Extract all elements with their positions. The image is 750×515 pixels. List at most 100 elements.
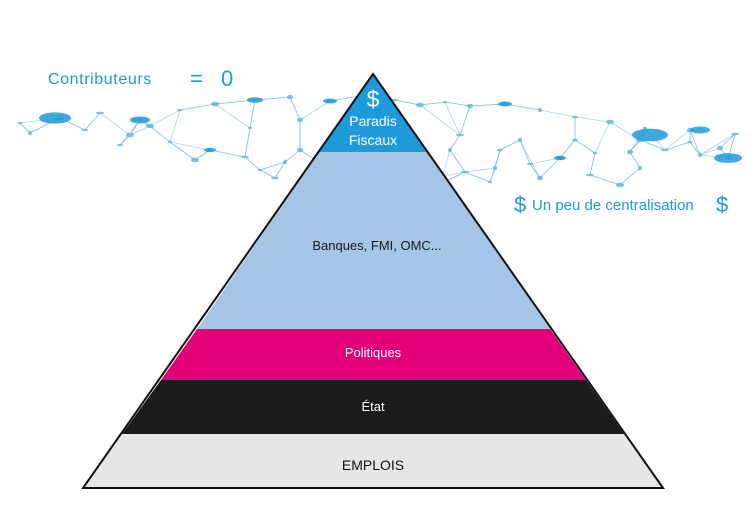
- network-node: [271, 176, 279, 180]
- label-politiques: Politiques: [345, 345, 402, 360]
- network-link: [284, 149, 301, 163]
- network-node: [616, 182, 624, 188]
- network-node: [297, 117, 303, 123]
- network-node: [627, 149, 633, 155]
- centralisation-label: Un peu de centralisation: [532, 197, 694, 214]
- network-node: [168, 140, 172, 144]
- label-paradis-line1: Paradis: [349, 113, 396, 129]
- network-hub: [690, 126, 710, 134]
- network-node: [572, 115, 578, 119]
- network-node: [643, 126, 647, 130]
- network-link: [19, 122, 31, 134]
- network-node: [593, 151, 597, 155]
- network-link: [464, 167, 496, 173]
- network-link: [539, 109, 576, 118]
- network-link: [289, 96, 301, 121]
- layer-paradis-fiscaux: [319, 74, 428, 152]
- network-link: [639, 139, 666, 151]
- layer-emplois: [83, 434, 663, 488]
- network-link: [419, 101, 446, 106]
- network-node: [392, 98, 398, 102]
- network-link: [689, 141, 701, 156]
- network-node: [527, 162, 533, 166]
- network-link: [464, 171, 491, 183]
- layer-etat: [122, 380, 624, 434]
- network-node: [287, 94, 293, 100]
- network-link: [99, 112, 131, 136]
- network-link: [619, 167, 641, 186]
- network-hub: [204, 147, 216, 153]
- network-node: [117, 143, 123, 147]
- label-emplois: EMPLOIS: [342, 457, 404, 473]
- network-link: [244, 127, 251, 158]
- network-link: [299, 100, 331, 121]
- pyramid: [81, 72, 665, 489]
- network-node: [638, 165, 642, 171]
- network-link: [119, 119, 141, 146]
- network-link: [664, 141, 691, 151]
- network-node: [448, 147, 452, 153]
- network-link: [419, 104, 461, 136]
- network-link: [149, 125, 171, 143]
- network-node: [146, 123, 154, 129]
- contributors-label: Contributeurs: [48, 71, 152, 88]
- network-link: [719, 133, 736, 149]
- network-node: [456, 133, 464, 137]
- network-hub: [632, 128, 668, 142]
- centralisation-dollar-left-icon: $: [514, 192, 526, 217]
- network-link: [209, 149, 246, 158]
- network-hub: [247, 97, 263, 103]
- network-link: [494, 149, 501, 169]
- network-node: [497, 148, 503, 152]
- contributors-equals: =: [190, 66, 203, 91]
- network-node: [717, 145, 723, 151]
- network-node: [211, 101, 219, 107]
- network-link: [559, 139, 576, 159]
- network-link: [149, 109, 181, 127]
- network-node: [586, 173, 594, 177]
- network-hub: [554, 155, 566, 161]
- network-link: [444, 101, 471, 107]
- network-link: [169, 141, 196, 161]
- network-node: [258, 168, 262, 172]
- network-link: [574, 139, 596, 154]
- network-link: [129, 125, 151, 136]
- layer-politiques: [161, 329, 586, 380]
- network-node: [518, 137, 522, 143]
- network-node: [82, 128, 88, 132]
- network-link: [259, 161, 286, 171]
- network-link: [179, 103, 216, 111]
- network-link: [629, 151, 641, 169]
- network-link: [444, 101, 461, 136]
- network-hub: [714, 153, 742, 163]
- network-node: [248, 126, 252, 130]
- label-paradis-line2: Fiscaux: [349, 132, 397, 148]
- network-node: [493, 165, 497, 171]
- apex-dollar-icon: $: [367, 86, 380, 112]
- network-link: [589, 174, 621, 186]
- network-node: [126, 132, 134, 138]
- network-link: [449, 149, 466, 173]
- network-node: [28, 130, 32, 136]
- network-hub: [130, 116, 150, 124]
- layer-banques: [197, 152, 550, 329]
- network-node: [688, 140, 692, 144]
- network-hub: [323, 98, 337, 104]
- label-etat: État: [361, 399, 385, 414]
- network-node: [661, 148, 669, 152]
- network-hub: [498, 101, 512, 107]
- network-node: [731, 132, 739, 136]
- network-link: [394, 99, 421, 106]
- network-node: [191, 157, 199, 163]
- network-link: [699, 147, 721, 156]
- network-link: [519, 139, 541, 179]
- network-node: [606, 119, 614, 125]
- network-link: [259, 169, 276, 179]
- network-node: [416, 102, 424, 108]
- network-link: [459, 105, 471, 136]
- network-node: [96, 111, 104, 115]
- network-node: [698, 152, 702, 158]
- network-link: [689, 129, 701, 156]
- network-node: [241, 155, 249, 159]
- network-node: [177, 108, 183, 112]
